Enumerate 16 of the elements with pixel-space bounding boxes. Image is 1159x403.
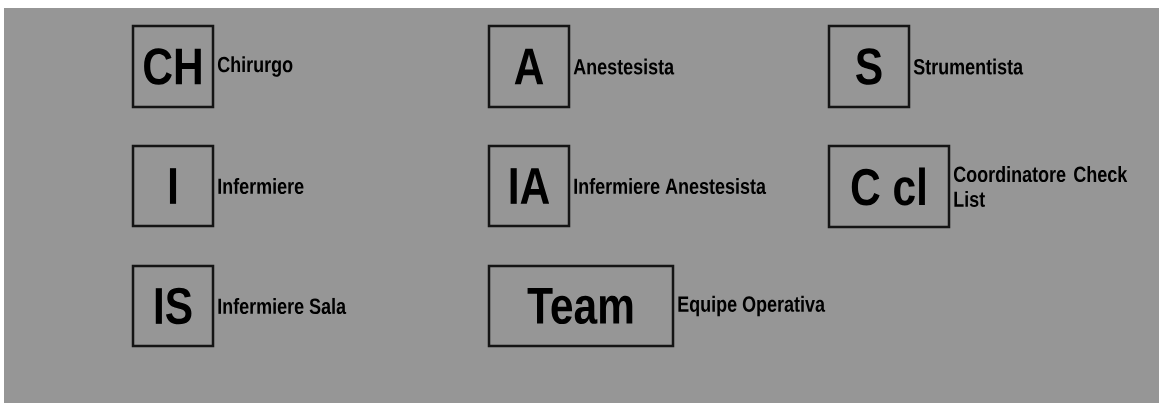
description-text: Infermiere Anestesista	[574, 177, 767, 195]
description-text: Coordinatore Check List	[953, 166, 1128, 207]
abbreviation-box: A	[487, 24, 571, 109]
abbreviation-box: I	[131, 144, 215, 228]
description-text: Anestesista	[573, 58, 675, 75]
description-text: Infermiere Sala	[218, 297, 347, 315]
description-text: Chirurgo	[217, 56, 293, 77]
abbreviation-box: C cl	[827, 144, 951, 229]
description-text: Equipe Operativa	[678, 295, 826, 317]
abbreviation-box: IA	[487, 144, 571, 228]
abbreviation-box: IS	[131, 264, 215, 348]
description-text: Infermiere	[218, 177, 304, 195]
abbreviation-box: Team	[487, 264, 675, 348]
description-text: Strumentista	[913, 58, 1024, 75]
abbreviation-box: CH	[131, 24, 215, 109]
abbreviation-box: S	[827, 24, 911, 109]
